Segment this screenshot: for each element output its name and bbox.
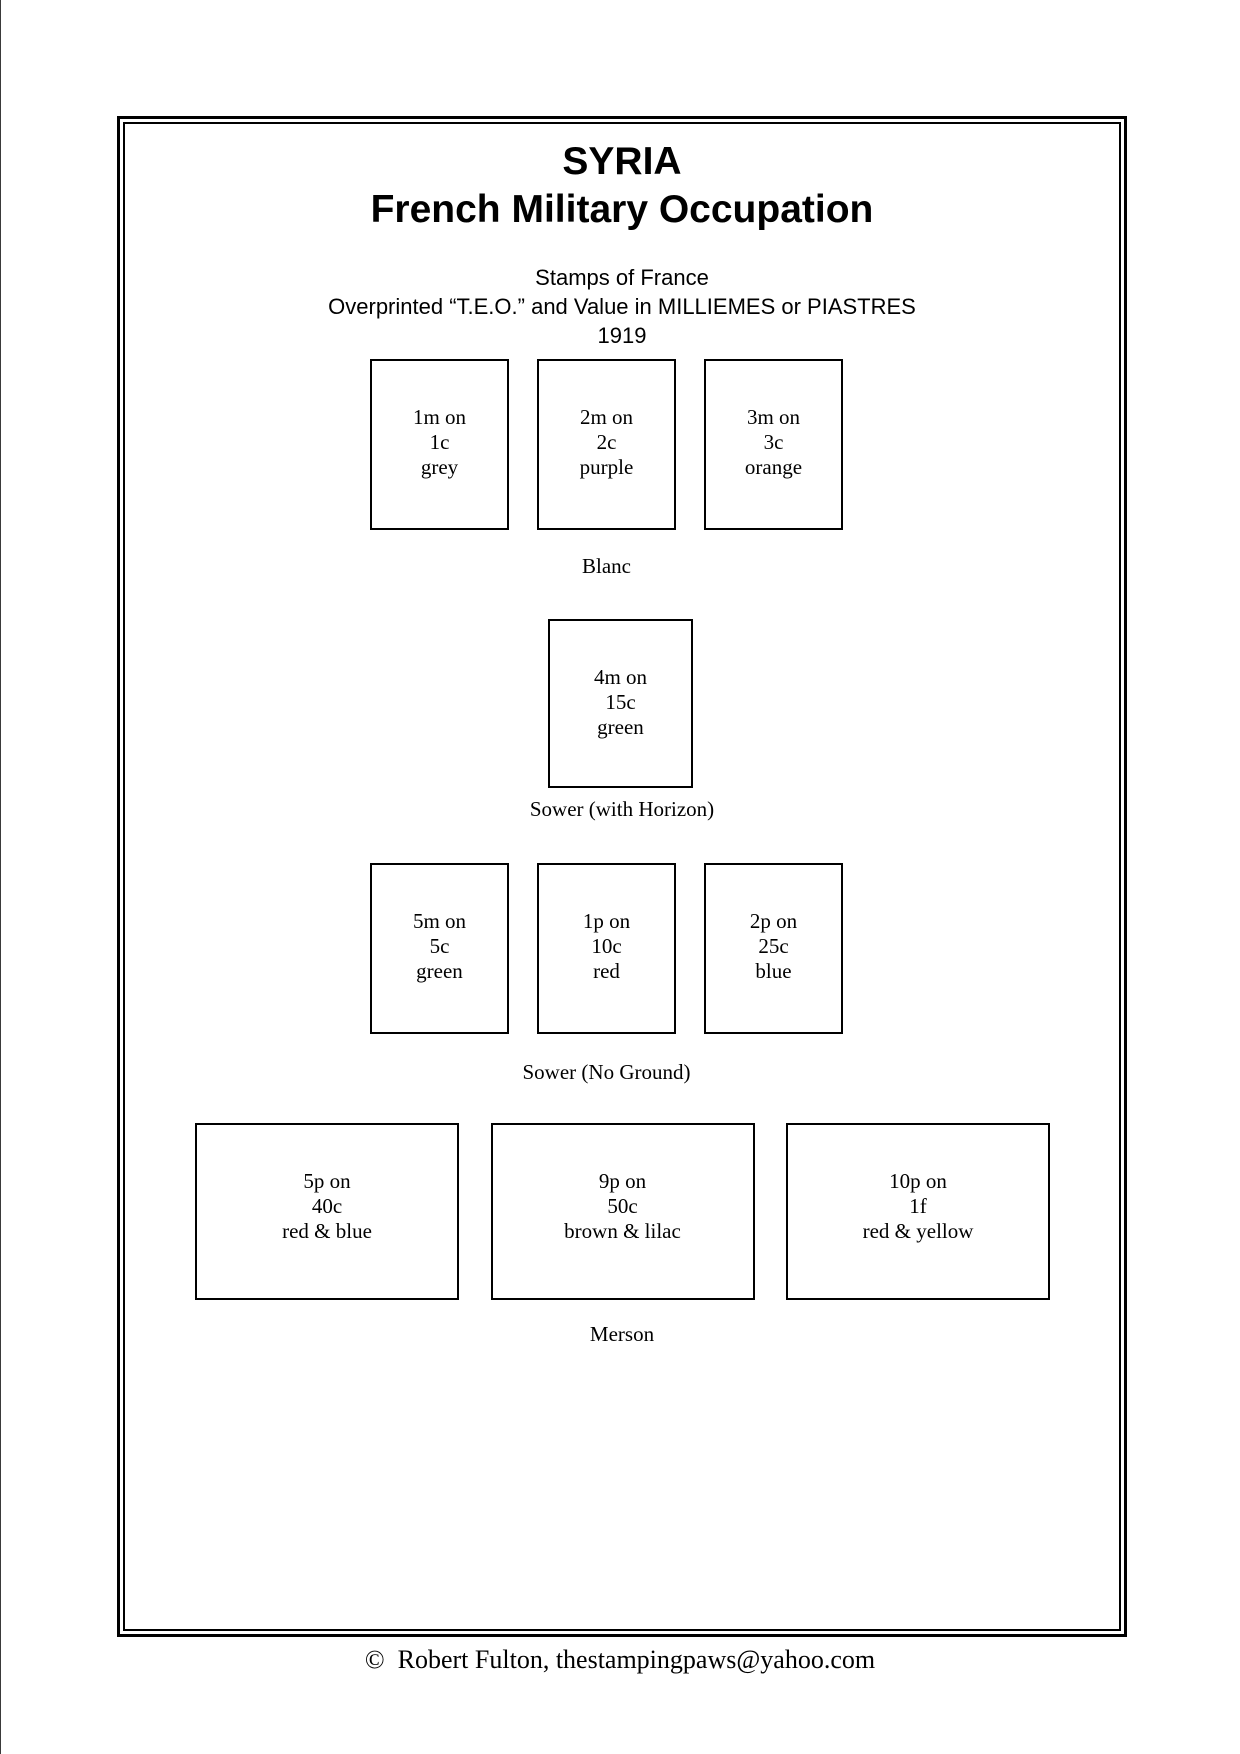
page-title: SYRIA (562, 140, 682, 183)
scan-edge-artifact (0, 0, 1, 1754)
stamp-label: 2p on 25c blue (749, 909, 798, 983)
stamp-box-5p-40c: 5p on 40c red & blue (195, 1123, 459, 1300)
header-note: Stamps of France Overprinted “T.E.O.” an… (117, 263, 1127, 350)
stamp-box-1p-10c: 1p on 10c red (537, 863, 676, 1034)
stamp-row-sower-no-ground: 5m on 5c green 1p on 10c red 2p on 25c b… (370, 863, 843, 1034)
caption-merson: Merson (589, 1322, 655, 1346)
header-note-line-1: Stamps of France (535, 265, 709, 290)
caption-sower-no-ground: Sower (No Ground) (522, 1060, 691, 1084)
stamp-label: 1m on 1c grey (412, 405, 467, 479)
stamp-box-5m-5c: 5m on 5c green (370, 863, 509, 1034)
stamp-label: 4m on 15c green (593, 665, 648, 739)
page-border-frame (117, 116, 1127, 1637)
page-subtitle: French Military Occupation (370, 188, 874, 231)
stamp-box-2p-25c: 2p on 25c blue (704, 863, 843, 1034)
stamp-label: 5p on 40c red & blue (282, 1169, 372, 1243)
stamp-box-1m-1c: 1m on 1c grey (370, 359, 509, 530)
stamp-box-3m-3c: 3m on 3c orange (704, 359, 843, 530)
page-title-block: SYRIA French Military Occupation (117, 138, 1127, 234)
stamp-row-merson: 5p on 40c red & blue 9p on 50c brown & l… (195, 1123, 1050, 1300)
stamp-label: 1p on 10c red (582, 909, 631, 983)
stamp-row-blanc: 1m on 1c grey 2m on 2c purple 3m on 3c o… (370, 359, 843, 530)
stamp-box-9p-50c: 9p on 50c brown & lilac (490, 1123, 755, 1300)
stamp-label: 5m on 5c green (412, 909, 467, 983)
stamp-label: 10p on 1f red & yellow (862, 1169, 974, 1243)
header-note-line-2: Overprinted “T.E.O.” and Value in MILLIE… (328, 294, 916, 319)
caption-sower-with-horizon: Sower (with Horizon) (529, 797, 715, 821)
stamp-row-sower-horizon: 4m on 15c green (548, 619, 693, 788)
copyright-footer: © Robert Fulton, thestampingpaws@yahoo.c… (364, 1645, 876, 1674)
page-border-frame-inner (123, 122, 1121, 1631)
stamp-label: 9p on 50c brown & lilac (564, 1169, 681, 1243)
stamp-box-2m-2c: 2m on 2c purple (537, 359, 676, 530)
stamp-label: 3m on 3c orange (744, 405, 803, 479)
stamp-label: 2m on 2c purple (579, 405, 634, 479)
stamp-box-4m-15c: 4m on 15c green (548, 619, 693, 788)
stamp-box-10p-1f: 10p on 1f red & yellow (786, 1123, 1050, 1300)
header-note-line-3: 1919 (597, 323, 647, 348)
caption-blanc: Blanc (582, 554, 631, 578)
